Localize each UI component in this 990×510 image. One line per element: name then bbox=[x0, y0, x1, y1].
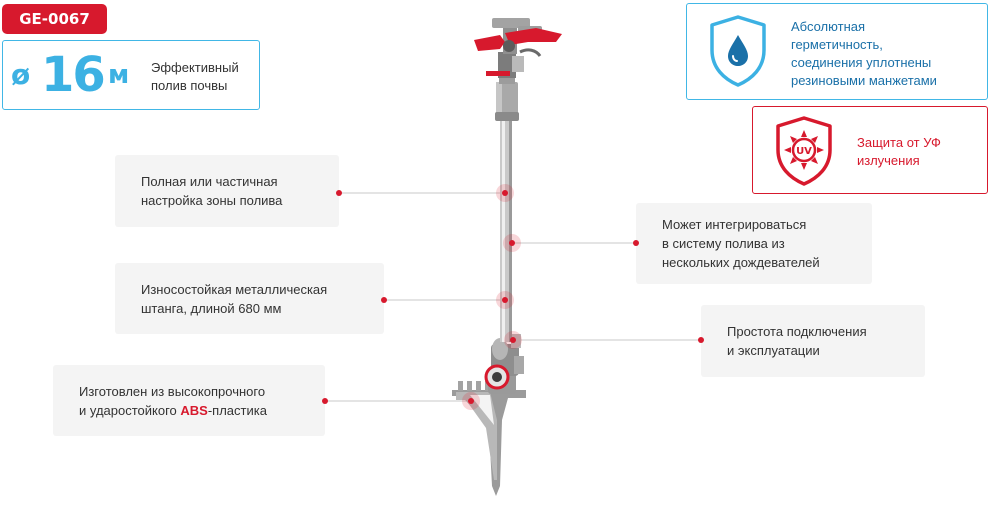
callout-zone-setting: Полная или частичная настройка зоны поли… bbox=[115, 155, 339, 227]
callout-text-line: Изготовлен из высокопрочного bbox=[79, 383, 266, 399]
ground-spike bbox=[452, 372, 526, 496]
callout-text-line: и ударостойкого ABS-пластика bbox=[79, 401, 267, 420]
radius-unit: м bbox=[108, 60, 130, 90]
sealing-text-line: соединения уплотнены bbox=[791, 55, 932, 70]
sealing-text-line: Абсолютная bbox=[791, 19, 866, 34]
callout-text-fragment: и ударостойкого bbox=[79, 402, 181, 418]
callout-text-line: Износостойкая металлическая bbox=[141, 281, 328, 297]
callout-simple-use: Простота подключения и эксплуатации bbox=[701, 305, 925, 377]
callout-text-line: штанга, длиной 680 мм bbox=[141, 300, 282, 316]
uv-text-line: Защита от УФ bbox=[857, 135, 941, 150]
sealing-text-line: резиновыми манжетами bbox=[791, 73, 937, 88]
uv-feature-text: Защита от УФ излучения bbox=[857, 134, 941, 170]
leader-lines bbox=[325, 192, 701, 402]
callout-metal-rod: Износостойкая металлическая штанга, длин… bbox=[115, 263, 384, 334]
callout-text-line: в систему полива из bbox=[662, 236, 785, 251]
model-code: GE-0067 bbox=[19, 10, 90, 28]
callout-anchor-dots bbox=[322, 190, 704, 404]
uv-feature-box: UV Защита от УФ излучения bbox=[752, 106, 988, 194]
abs-highlight: ABS bbox=[180, 402, 208, 418]
diameter-symbol: ø bbox=[11, 58, 31, 91]
callout-abs-material: Изготовлен из высокопрочного и ударостой… bbox=[53, 365, 325, 436]
callout-text-fragment: -пластика bbox=[207, 402, 267, 418]
uv-text-line: излучения bbox=[857, 153, 920, 168]
metal-rod bbox=[500, 112, 512, 342]
callout-text-line: Может интегрироваться bbox=[662, 217, 807, 232]
callout-text-line: и эксплуатации bbox=[727, 343, 820, 358]
watering-radius-box: ø 16 м Эффективный полив почвы bbox=[2, 40, 260, 110]
top-coupling bbox=[495, 76, 519, 121]
hotspot-markers bbox=[462, 184, 522, 410]
hose-connector bbox=[484, 334, 524, 390]
sealing-feature-text: Абсолютная герметичность, соединения упл… bbox=[791, 18, 937, 90]
impact-sprinkler-head bbox=[474, 18, 562, 78]
callout-text-line: настройка зоны полива bbox=[141, 193, 283, 208]
uv-icon-label: UV bbox=[796, 146, 812, 157]
radius-desc-line: полив почвы bbox=[151, 78, 228, 93]
radius-description: Эффективный полив почвы bbox=[151, 59, 239, 95]
callout-text-line: Полная или частичная bbox=[141, 174, 278, 189]
sealing-feature-box: Абсолютная герметичность, соединения упл… bbox=[686, 3, 988, 100]
callout-system-integration: Может интегрироваться в систему полива и… bbox=[636, 203, 872, 284]
sealing-text-line: герметичность, bbox=[791, 37, 883, 52]
water-drop-shield-icon bbox=[710, 15, 766, 87]
callout-text-line: Простота подключения bbox=[727, 324, 867, 339]
radius-value: 16 bbox=[41, 47, 106, 103]
radius-desc-line: Эффективный bbox=[151, 60, 239, 75]
callout-text-line: нескольких дождевателей bbox=[662, 255, 820, 270]
uv-sun-shield-icon: UV bbox=[776, 116, 832, 186]
model-badge: GE-0067 bbox=[2, 4, 107, 34]
